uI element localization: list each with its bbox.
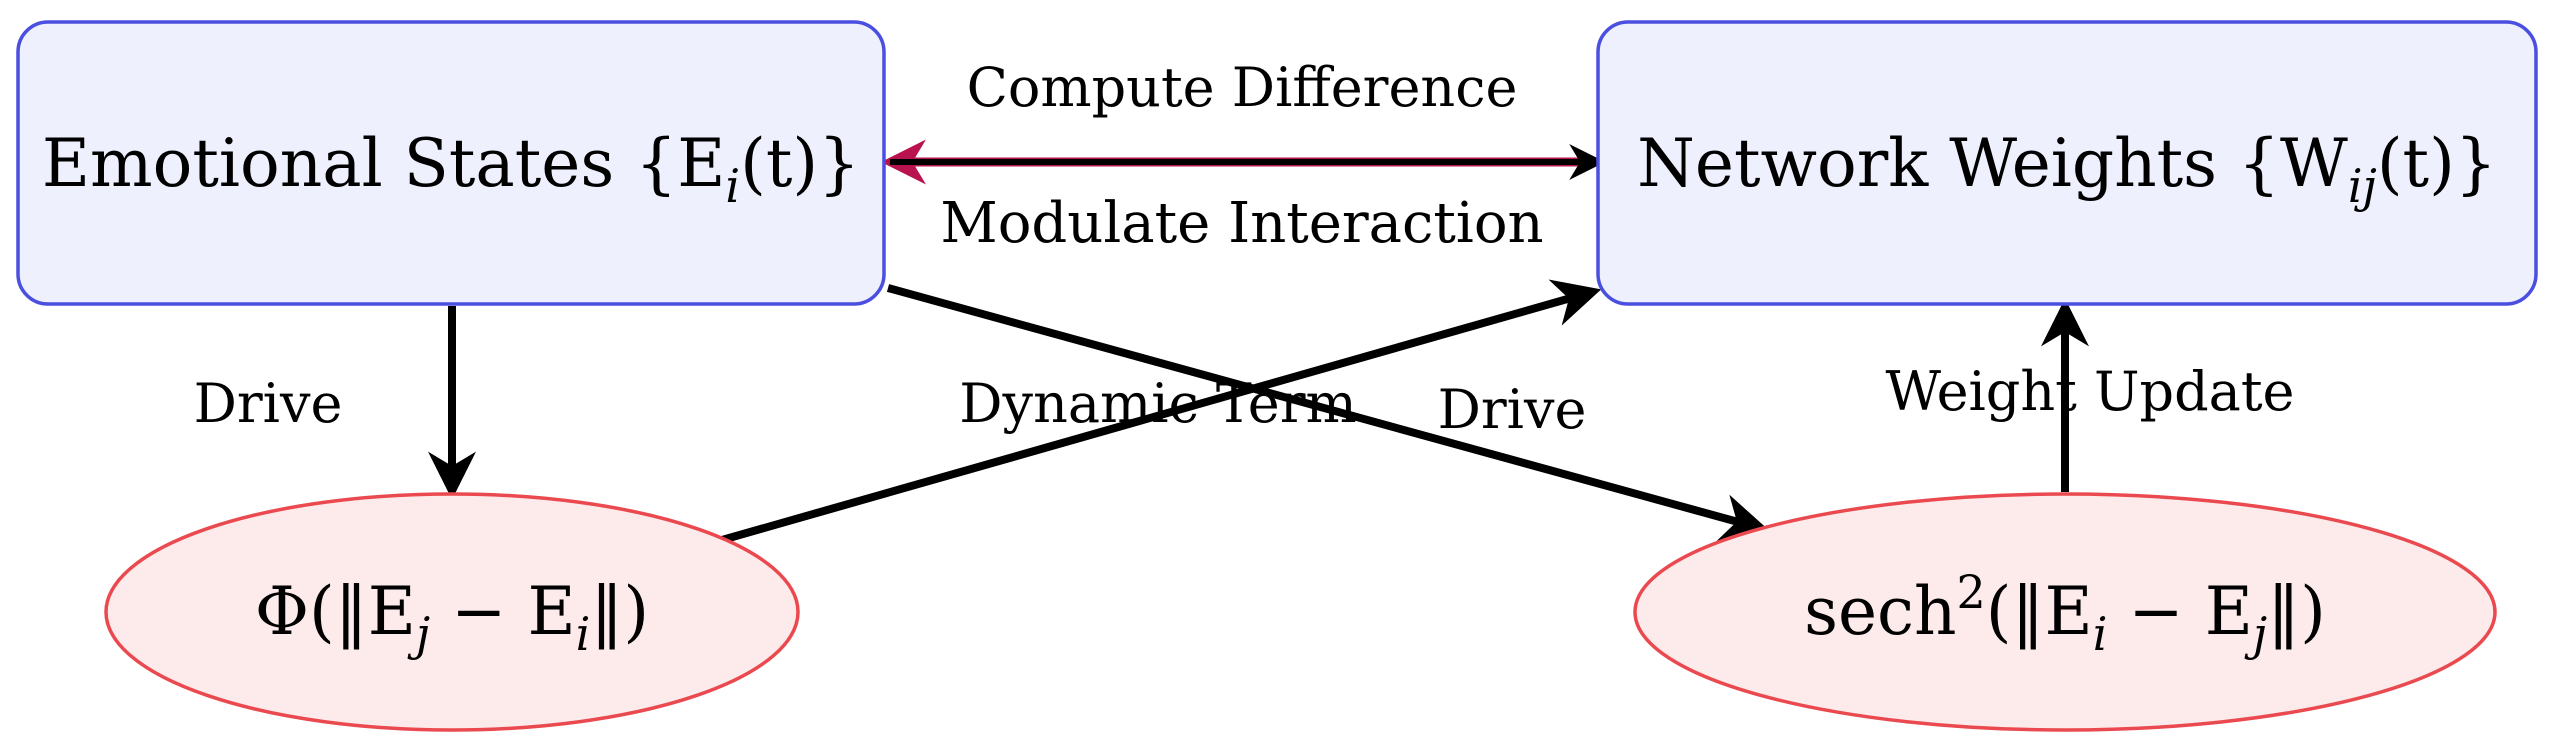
node-sech-function [1633, 492, 2497, 732]
node-network-weights [1596, 20, 2538, 306]
label-weight-update: Weight Update [1885, 360, 2294, 423]
node-emotional-states [16, 20, 886, 306]
node-network-weights-label: Network Weights {Wij(t)} [1637, 125, 2497, 213]
label-drive-right: Drive [1438, 378, 1587, 441]
label-drive-left: Drive [194, 372, 343, 435]
node-emotional-states-label: Emotional States {Ei(t)} [42, 125, 860, 213]
node-phi-function [104, 492, 800, 732]
label-dynamic-term: Dynamic Term [959, 372, 1356, 435]
edge-drive-right [886, 284, 1770, 541]
label-modulate-interaction: Modulate Interaction [940, 191, 1543, 256]
edge-dynamic-term [720, 279, 1602, 544]
node-phi-function-label: Φ(‖Ej − Ei‖) [255, 573, 649, 661]
label-compute-difference: Compute Difference [967, 56, 1518, 119]
node-sech-function-label: sech2(‖Ei − Ej‖) [1804, 565, 2326, 661]
